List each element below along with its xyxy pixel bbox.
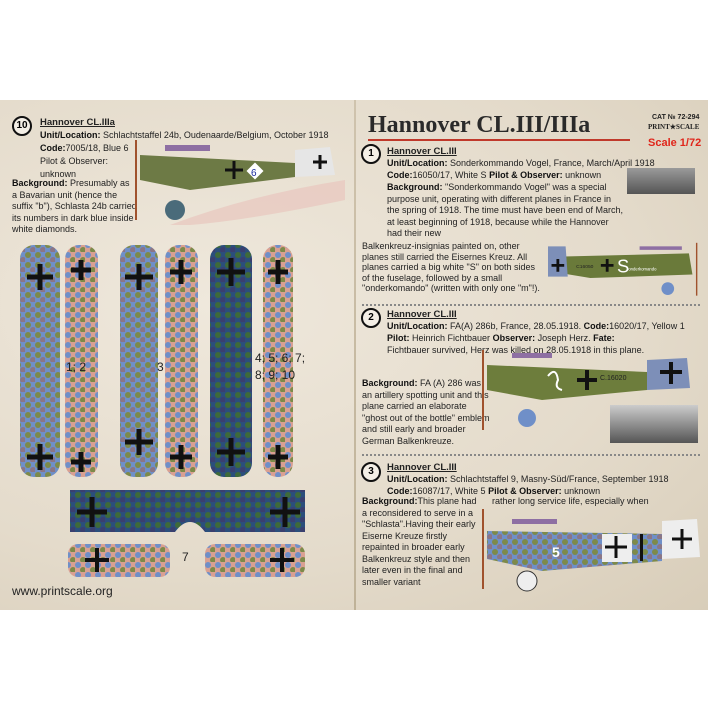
historical-photo-1 bbox=[627, 168, 695, 194]
profile-2-crew: Pilot: Heinrich Fichtbauer Observer: Jos… bbox=[387, 333, 645, 355]
upper-wing-left-4 bbox=[210, 245, 252, 477]
profile-10-pilot-label: Pilot & Observer: bbox=[40, 156, 109, 166]
wing-label-1-2: 1; 2 bbox=[66, 360, 87, 374]
wing-label-7: 7 bbox=[182, 550, 189, 564]
wing-decals bbox=[20, 245, 305, 577]
scale-label: Scale 1/72 bbox=[648, 137, 702, 149]
wing-label-3: 3 bbox=[157, 360, 164, 374]
aircraft-profile-3: 5 bbox=[482, 509, 700, 592]
profile-3-unit: Unit/Location: Schlachtstaffel 9, Masny-… bbox=[387, 474, 669, 484]
website-link[interactable]: www.printscale.org bbox=[12, 584, 113, 598]
wing-label-4-10: 4; 5; 6; 7; 8; 9; 10 bbox=[255, 351, 306, 382]
profile-3-name: Hannover CL.III bbox=[387, 462, 457, 473]
profile-2-serial: C.16020 bbox=[600, 375, 627, 382]
historical-photo-2 bbox=[610, 405, 698, 443]
upper-wing-left-1 bbox=[20, 245, 60, 477]
profile-1-fuselage-text: onderkomando bbox=[628, 266, 657, 271]
profile-3-marking: 5 bbox=[552, 544, 560, 560]
profile-1-unit: Unit/Location: Sonderkommando Vogel, Fra… bbox=[387, 158, 655, 168]
profile-1-background-cont: Balkenkreuz-insignias painted on, other … bbox=[362, 241, 540, 293]
profile-10-pilot: unknown bbox=[40, 169, 77, 179]
profile-number-10: 10 bbox=[12, 116, 32, 136]
page-title: Hannover CL.III/IIIa bbox=[368, 112, 631, 141]
profile-1-background: Background: "Sonderkommando Vogel" was a… bbox=[387, 182, 623, 238]
profile-10-marking: 6 bbox=[251, 168, 257, 179]
catalog-number: CAT № 72-294 bbox=[652, 114, 700, 121]
upper-wing-full bbox=[70, 490, 305, 532]
profile-number-1: 1 bbox=[361, 144, 381, 164]
aircraft-profile-1: C16050 S onderkomando bbox=[548, 242, 698, 296]
profile-10-background: Background: Presumably as a Bavarian uni… bbox=[12, 178, 137, 234]
profile-10-code: Code:7005/18, Blue 6 bbox=[40, 143, 129, 153]
section-divider bbox=[362, 454, 700, 456]
profile-1-code: Code:16050/17, White S Pilot & Observer:… bbox=[387, 170, 602, 180]
section-divider bbox=[362, 304, 700, 306]
page-divider bbox=[354, 100, 356, 610]
profile-1-name: Hannover CL.III bbox=[387, 146, 457, 157]
lower-wing-left-4 bbox=[263, 245, 293, 477]
lower-wing-left-1 bbox=[65, 245, 98, 477]
lower-wing-left-7 bbox=[68, 544, 170, 577]
profile-1-marking: S bbox=[617, 255, 629, 276]
aircraft-profile-2: C.16020 bbox=[482, 350, 690, 430]
profile-3-background-cont: rather long service life, especially whe… bbox=[492, 496, 649, 506]
profile-10-unit: Unit/Location: Schlachtstaffel 24b, Oude… bbox=[40, 130, 329, 140]
profile-2-name: Hannover CL.III bbox=[387, 309, 457, 320]
profile-number-3: 3 bbox=[361, 462, 381, 482]
profile-1-serial: C16050 bbox=[576, 264, 594, 270]
profile-10-name: Hannover CL.IIIa bbox=[40, 117, 115, 128]
aircraft-profile-10: 6 bbox=[135, 140, 345, 225]
profile-3-code: Code:16087/17, White 5 Pilot & Observer:… bbox=[387, 486, 601, 496]
lower-wing-left-3 bbox=[165, 245, 198, 477]
profile-2-unit: Unit/Location: FA(A) 286b, France, 28.05… bbox=[387, 321, 685, 331]
profile-3-background: Background:This plane had a reconsidered… bbox=[362, 496, 477, 587]
profile-number-2: 2 bbox=[361, 308, 381, 328]
upper-wing-left-3 bbox=[120, 245, 158, 477]
profile-2-background: Background: FA (A) 286 was an artillery … bbox=[362, 378, 490, 446]
brand-logo: PRINT★SCALE bbox=[648, 123, 700, 131]
